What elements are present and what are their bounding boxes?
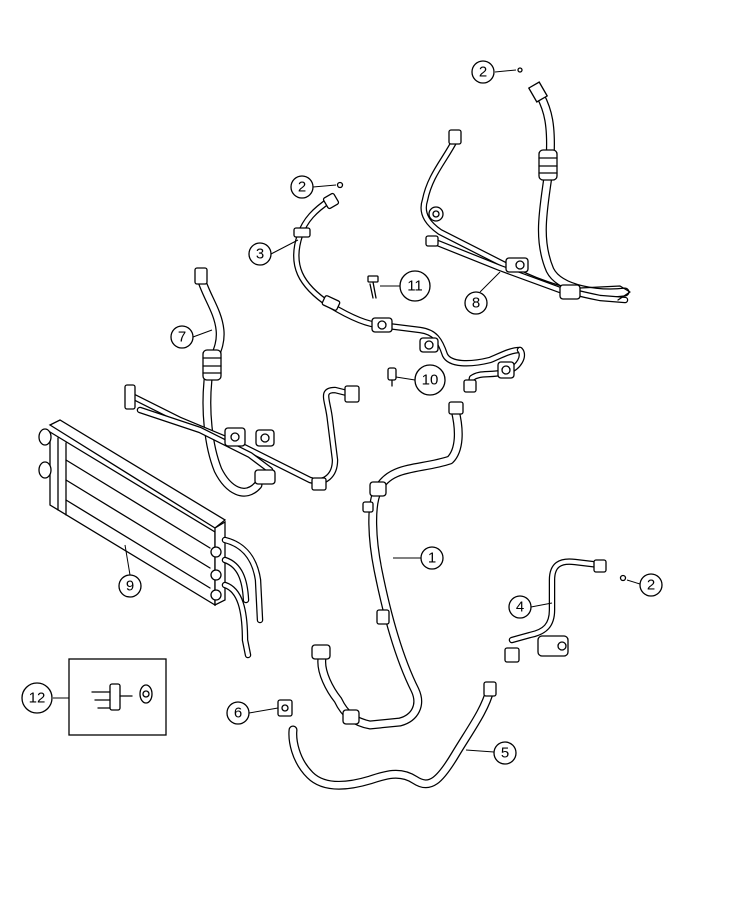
part-4-tube: [504, 558, 627, 663]
part-7-return-hose: [124, 267, 360, 497]
callout-6: 6: [226, 701, 279, 725]
callout-10-label: 10: [422, 372, 439, 389]
callout-1-label: 1: [428, 550, 436, 567]
callout-2-right-label: 2: [647, 577, 655, 594]
part-3-pressure-line: [293, 181, 526, 393]
callout-9-label: 9: [126, 578, 134, 595]
part-12-inset: [68, 658, 167, 736]
callout-10: 10: [395, 364, 446, 396]
part-1-cooler-hose: [311, 401, 464, 730]
callout-2-mid-label: 2: [298, 179, 306, 196]
callout-7: 7: [170, 325, 213, 349]
part-10-clip: [387, 367, 397, 387]
part-9-oil-cooler: [38, 419, 264, 659]
part-2-oring-top: [517, 67, 523, 73]
part-11-bolt: [367, 275, 379, 299]
callout-8-label: 8: [472, 295, 480, 312]
callout-5-label: 5: [501, 745, 509, 762]
callout-11: 11: [380, 270, 431, 302]
callout-1: 1: [393, 546, 444, 570]
callout-11-label: 11: [407, 278, 423, 295]
part-8-hose-assembly: [420, 81, 631, 304]
callout-2-right: 2: [626, 573, 663, 597]
part-6-clamp: [277, 699, 293, 717]
callout-7-label: 7: [178, 329, 186, 346]
part-5-hose: [288, 681, 497, 790]
callout-6-label: 6: [234, 705, 242, 722]
callout-8: 8: [464, 271, 501, 315]
callout-3-label: 3: [256, 246, 264, 263]
callout-4: 4: [508, 595, 553, 619]
callout-5: 5: [465, 741, 517, 765]
callout-4-label: 4: [516, 599, 524, 616]
callout-2-top-label: 2: [479, 64, 487, 81]
callout-3: 3: [248, 239, 299, 266]
callout-2-mid: 2: [290, 175, 337, 199]
callout-12: 12: [21, 682, 69, 714]
callout-9: 9: [118, 544, 142, 598]
callout-2-top: 2: [471, 60, 517, 84]
callout-12-label: 12: [29, 690, 46, 707]
